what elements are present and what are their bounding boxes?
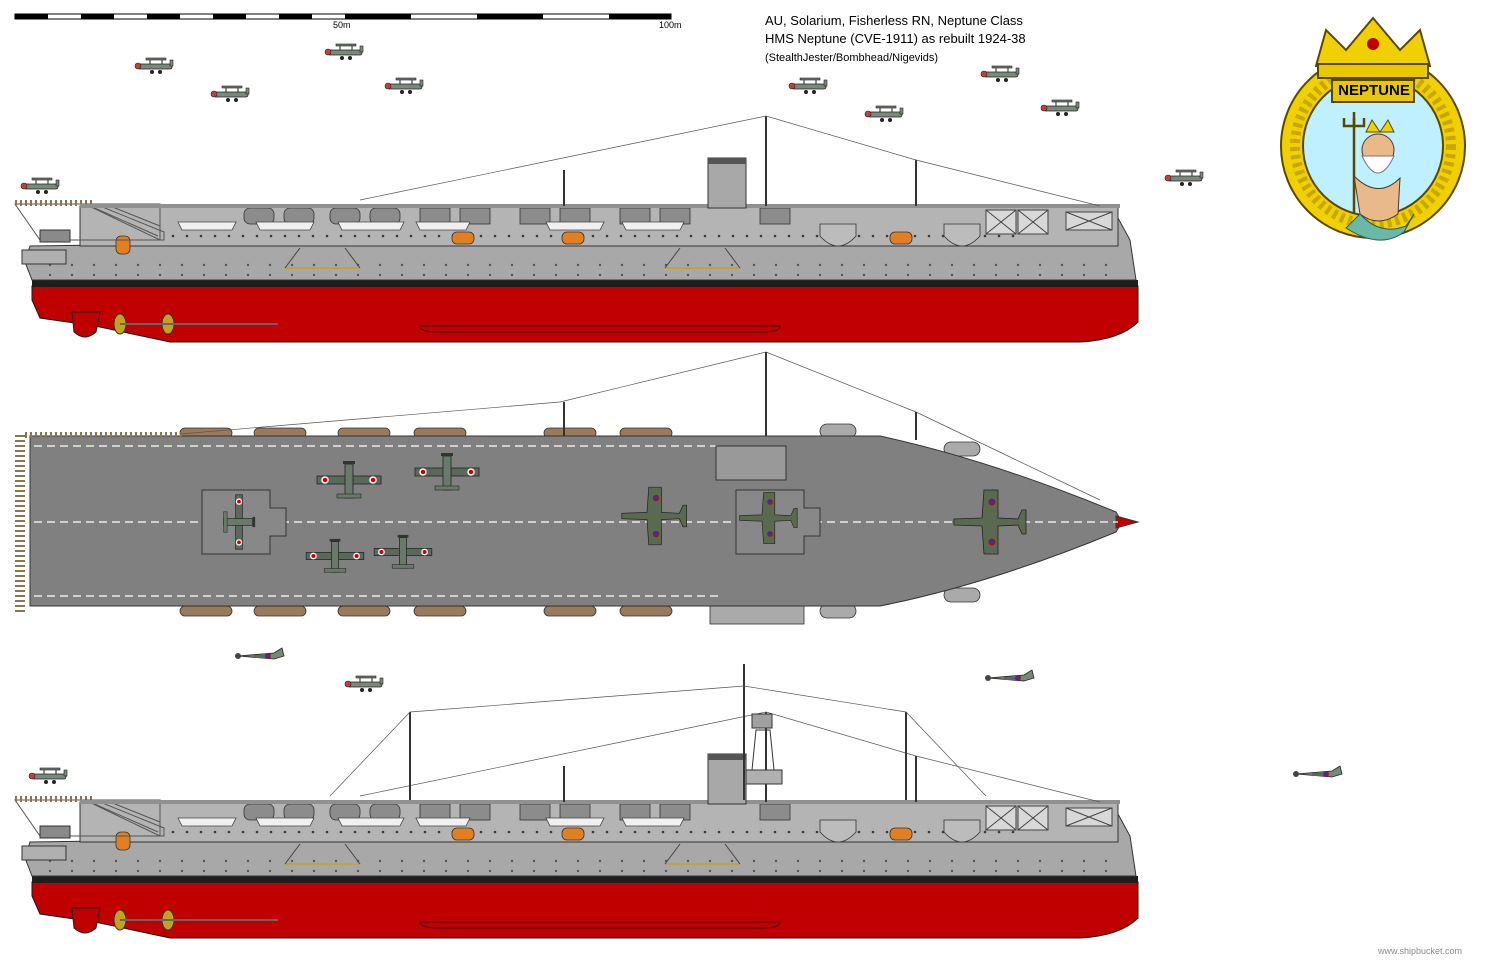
title-line-2: HMS Neptune (CVE-1911) as rebuilt 1924-3…	[765, 31, 1026, 46]
aircraft-formation	[20, 43, 1343, 785]
scale-label-100m: 100m	[659, 20, 682, 30]
ship-side-profile-lower	[14, 664, 1139, 939]
title-line-3: (StealthJester/Bombhead/Nigevids)	[765, 52, 939, 64]
scale-bar	[14, 13, 672, 20]
ship-badge	[1280, 16, 1466, 241]
ship-plan-view	[15, 351, 1140, 625]
credit-watermark: www.shipbucket.com	[1378, 946, 1463, 956]
scale-label-50m: 50m	[333, 20, 351, 30]
title-line-1: AU, Solarium, Fisherless RN, Neptune Cla…	[765, 13, 1023, 28]
ship-side-profile-upper	[14, 115, 1139, 343]
badge-name: NEPTUNE	[1338, 82, 1410, 99]
